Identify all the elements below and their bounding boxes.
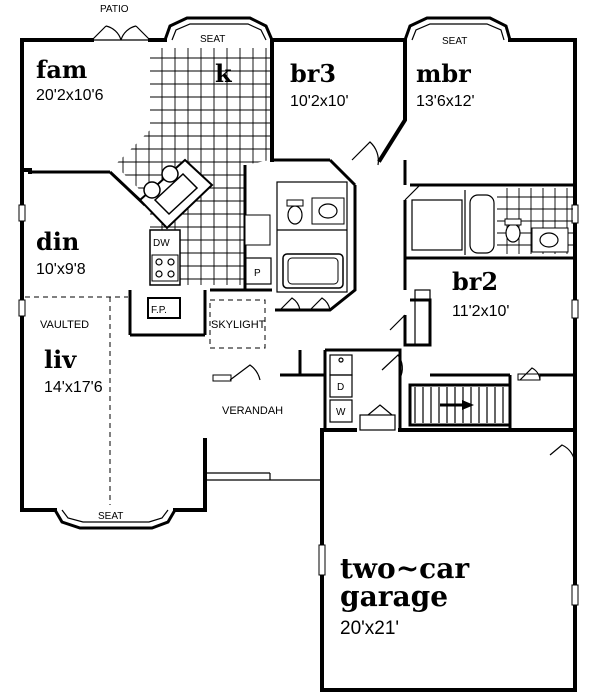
vaulted-ceiling-lines [25, 296, 128, 505]
dryer-label: D [337, 382, 344, 393]
pantry-label: P [254, 268, 261, 279]
master-bath-fixtures [504, 218, 569, 253]
bay-window-bottom [53, 509, 177, 530]
garage-label-line1: two~car [340, 552, 470, 585]
doors [229, 141, 576, 466]
kitchen-counter [149, 214, 271, 286]
liv-dimensions: 14'x17'6 [44, 379, 103, 396]
br2-dimensions: 11'2x10' [452, 303, 509, 320]
vaulted-label: VAULTED [40, 319, 89, 331]
seat-label-bottom: SEAT [98, 511, 123, 522]
skylight-label: SKYLIGHT [211, 319, 266, 331]
br3-label: br3 [290, 59, 336, 88]
kitchen-label: k [215, 59, 233, 88]
closets [329, 199, 463, 431]
patio-doors [91, 25, 151, 41]
br3-bath-fixtures [282, 197, 345, 289]
dishwasher-label: DW [153, 238, 170, 249]
garage-label-line2: garage [340, 580, 448, 613]
stairs [414, 387, 504, 423]
kitchen-island [138, 158, 214, 230]
seat-label-top-left: SEAT [200, 34, 225, 45]
din-dimensions: 10'x9'8 [36, 261, 86, 278]
bay-window-top-left [163, 16, 274, 41]
verandah-label: VERANDAH [222, 405, 283, 417]
patio-label: PATIO [100, 4, 129, 15]
garage-dimensions: 20'x21' [340, 618, 399, 639]
fireplace-label: F.P. [151, 305, 167, 316]
windows [18, 204, 579, 606]
exterior-walls [20, 38, 577, 692]
mbr-dimensions: 13'6x12' [416, 93, 475, 110]
fam-dimensions: 20'2x10'6 [36, 87, 104, 104]
seat-label-top-right: SEAT [442, 36, 467, 47]
br2-label: br2 [452, 267, 498, 296]
br3-dimensions: 10'2x10' [290, 93, 349, 110]
skylight-outline [209, 299, 266, 349]
washer-label: W [336, 407, 346, 418]
bay-window-top-right [403, 16, 512, 41]
fireplace [147, 297, 181, 319]
liv-label: liv [44, 345, 77, 374]
interior-walls [30, 38, 575, 481]
mbr-label: mbr [416, 59, 471, 88]
fam-label: fam [36, 55, 87, 84]
din-label: din [36, 227, 79, 256]
